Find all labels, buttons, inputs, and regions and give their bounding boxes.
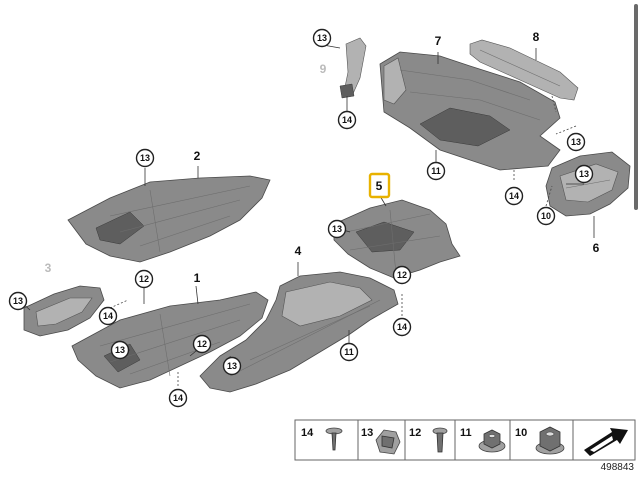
- callout-label: 13: [332, 224, 342, 234]
- callout-13-part-8[interactable]: 13: [566, 132, 586, 152]
- clip-nut-icon: [375, 429, 401, 455]
- part-7-shield[interactable]: [379, 51, 561, 171]
- callout-13-part-1[interactable]: 13: [110, 340, 130, 360]
- bracket-9[interactable]: [339, 37, 367, 99]
- legend-cell-10[interactable]: [509, 419, 574, 461]
- callout-label: 13: [571, 137, 581, 147]
- callout-13-part-6[interactable]: 13: [574, 164, 594, 184]
- legend-label-13: 13: [361, 427, 373, 439]
- part-6-shield[interactable]: [545, 151, 631, 217]
- callout-label: 13: [140, 153, 150, 163]
- large-hex-nut-icon: [535, 426, 565, 455]
- callout-14-part-5[interactable]: 14: [392, 317, 412, 337]
- callout-label: 12: [139, 274, 149, 284]
- part-5-highlight: [368, 172, 391, 199]
- callout-label: 14: [509, 191, 519, 201]
- diagram-reference-number: 498843: [601, 462, 635, 473]
- legend-label-12: 12: [409, 427, 421, 439]
- part-8-shield[interactable]: [469, 39, 579, 101]
- callout-label: 11: [431, 166, 441, 176]
- callout-13-part-4[interactable]: 13: [222, 356, 242, 376]
- part-label-5: 5: [376, 179, 383, 193]
- part-label-2: 2: [194, 149, 201, 163]
- legend-label-11: 11: [460, 427, 472, 439]
- callout-label: 13: [317, 33, 327, 43]
- callout-label: 13: [115, 345, 125, 355]
- legend-cell-12[interactable]: [404, 419, 456, 461]
- screw-icon: [325, 427, 343, 451]
- callout-12-part-5[interactable]: 12: [392, 265, 412, 285]
- callout-13-part-3[interactable]: 13: [8, 291, 28, 311]
- callout-label: 10: [541, 211, 551, 221]
- part-2-shield[interactable]: [67, 175, 271, 263]
- callout-label: 14: [397, 322, 407, 332]
- callout-14-part-1[interactable]: 14: [168, 388, 188, 408]
- hex-nut-icon: [478, 429, 506, 453]
- legend-label-10: 10: [515, 427, 527, 439]
- fastener-legend: 14 13 12 11 10: [294, 419, 636, 461]
- part-5-shield[interactable]: [333, 199, 461, 279]
- part-label-3: 3: [45, 261, 52, 275]
- part-label-8: 8: [533, 30, 540, 44]
- callout-label: 14: [342, 115, 352, 125]
- callout-label: 13: [579, 169, 589, 179]
- callout-13-part-2[interactable]: 13: [135, 148, 155, 168]
- callout-13-part-5[interactable]: 13: [327, 219, 347, 239]
- scrollbar-thumb[interactable]: [634, 4, 638, 210]
- part-label-4: 4: [295, 244, 302, 258]
- part-3-shield[interactable]: [23, 285, 105, 337]
- legend-cell-11[interactable]: [454, 419, 511, 461]
- part-label-7: 7: [435, 34, 442, 48]
- legend-cell-14[interactable]: [294, 419, 359, 461]
- callout-11-part-4[interactable]: 11: [339, 342, 359, 362]
- part-label-9: 9: [320, 62, 327, 76]
- part-number-labels: 2 7 8 9 6 4 1 3 5: [45, 30, 600, 285]
- callout-label: 11: [344, 347, 354, 357]
- callout-12-part-1-lower[interactable]: 12: [192, 334, 212, 354]
- callout-label: 12: [197, 339, 207, 349]
- callout-label: 13: [13, 296, 23, 306]
- callout-11-part-7[interactable]: 11: [426, 161, 446, 181]
- part-4-shield[interactable]: [199, 271, 399, 393]
- callout-12-part-1[interactable]: 12: [134, 269, 154, 289]
- arrow-icon: [584, 428, 628, 456]
- callout-label: 14: [103, 311, 113, 321]
- callout-10-part-6[interactable]: 10: [536, 206, 556, 226]
- callout-label: 14: [173, 393, 183, 403]
- legend-label-14: 14: [301, 427, 314, 439]
- callout-13-top-left-bracket[interactable]: 13: [312, 28, 332, 48]
- callout-14-part-3[interactable]: 14: [98, 306, 118, 326]
- callout-14-top-left-bracket[interactable]: 14: [337, 110, 357, 130]
- push-clip-icon: [432, 427, 448, 453]
- part-label-1: 1: [194, 271, 201, 285]
- callout-label: 12: [397, 270, 407, 280]
- callout-14-part-7[interactable]: 14: [504, 186, 524, 206]
- callout-label: 13: [227, 361, 237, 371]
- part-label-6: 6: [593, 241, 600, 255]
